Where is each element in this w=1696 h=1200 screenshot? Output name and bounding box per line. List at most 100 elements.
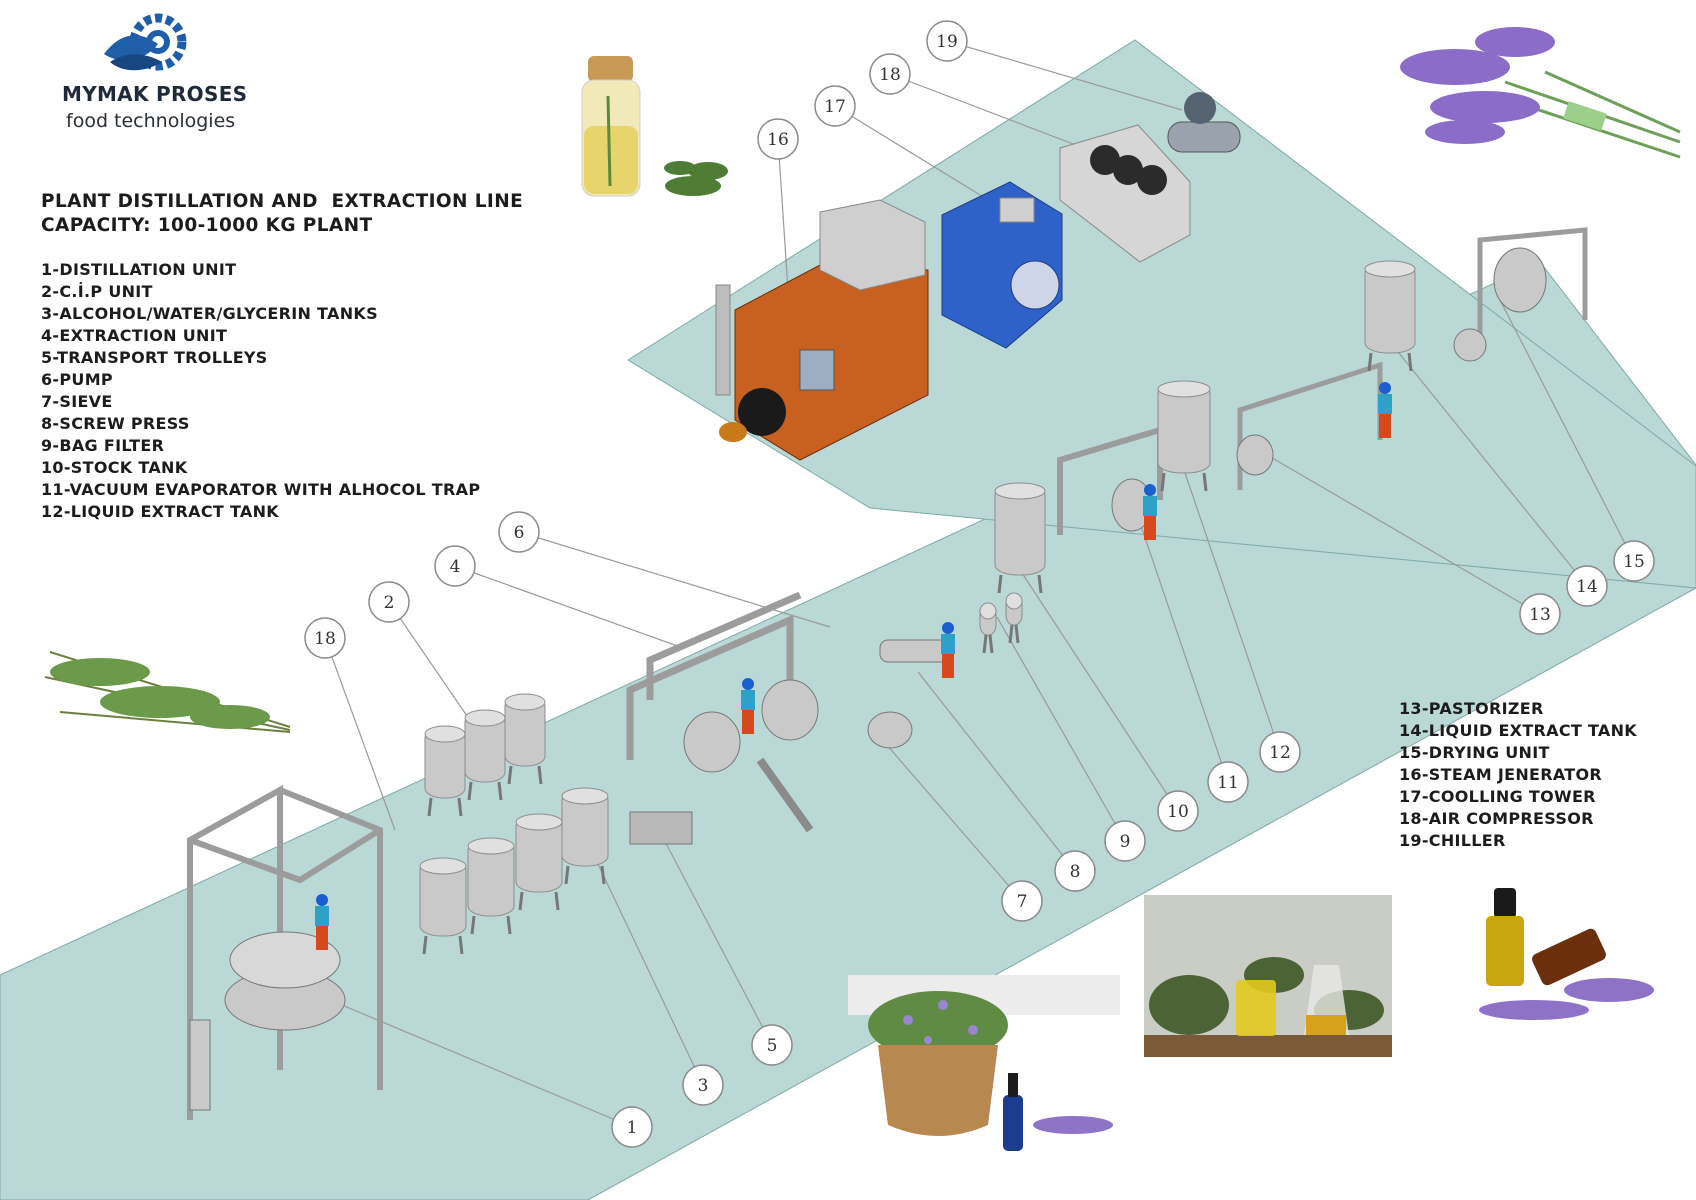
- legend-right-item: 16-STEAM JENERATOR: [1399, 765, 1603, 784]
- chiller-motor: [1184, 92, 1216, 124]
- callout-19: 19: [926, 20, 968, 62]
- callout-circle: [869, 53, 911, 95]
- worker-legs: [1144, 516, 1156, 540]
- worker-torso: [1143, 496, 1157, 516]
- lavender-bunch-photo: [1400, 27, 1681, 159]
- chiller: [1167, 92, 1241, 153]
- legend-left-item: 4-EXTRACTION UNIT: [41, 326, 228, 345]
- worker-torso: [315, 906, 329, 926]
- worker-legs: [1379, 414, 1391, 438]
- pastorizer-tank: [1236, 434, 1274, 476]
- callout-17: 17: [814, 85, 856, 127]
- callout-circle: [757, 118, 799, 160]
- callout-11: 11: [1207, 761, 1249, 803]
- storage-tank-lid: [419, 857, 467, 875]
- cip-tank-lid: [424, 725, 466, 743]
- storage-tank-lid: [515, 813, 563, 831]
- legend-left-item: 10-STOCK TANK: [41, 458, 188, 477]
- legend-right-item: 13-PASTORIZER: [1399, 699, 1544, 718]
- leader-line: [595, 859, 704, 1086]
- worker: [941, 622, 955, 678]
- legend-left-item: 8-SCREW PRESS: [41, 414, 190, 433]
- equipment-group: [187, 92, 1588, 1120]
- extraction-frame: [626, 591, 802, 760]
- brand-tagline: food technologies: [66, 110, 236, 132]
- cip-tank: [464, 709, 506, 801]
- callout-label: 6: [514, 523, 525, 543]
- leader-line: [659, 831, 773, 1046]
- leader-line: [946, 40, 1183, 111]
- callout-16: 16: [757, 118, 799, 160]
- callout-6: 6: [498, 511, 540, 553]
- distillation-frame: [187, 784, 383, 1120]
- stock-tank: [994, 482, 1046, 594]
- callout-circle: [498, 511, 540, 553]
- liquid-extract-tank-lid: [1157, 380, 1211, 398]
- sieve: [867, 711, 913, 749]
- legend-right-item: 18-AIR COMPRESSOR: [1399, 809, 1594, 828]
- callout-circle: [926, 20, 968, 62]
- transport-trolley: [629, 811, 693, 845]
- callout-15: 15: [1613, 540, 1655, 582]
- callout-18: 18: [304, 617, 346, 659]
- callout-circle: [682, 1064, 724, 1106]
- liquid-extract-tank-leg: [1160, 472, 1166, 492]
- callout-label: 18: [879, 65, 901, 85]
- title-line-2: CAPACITY: 100-1000 KG PLANT: [41, 215, 373, 236]
- bag-filter-leg: [988, 634, 994, 654]
- legend-right-item: 15-DRYING UNIT: [1399, 743, 1550, 762]
- callout-label: 16: [767, 130, 789, 150]
- burner-fan: [719, 422, 747, 442]
- worker-legs: [942, 654, 954, 678]
- worker-torso: [1378, 394, 1392, 414]
- bag-filter: [979, 602, 997, 654]
- legend-left-item: 6-PUMP: [41, 370, 113, 389]
- storage-tank-leg: [564, 865, 570, 885]
- callout-label: 7: [1017, 892, 1028, 912]
- leader-line: [518, 531, 831, 628]
- hemp-oil-jars-photo: [1144, 895, 1392, 1057]
- callout-circle: [1259, 731, 1301, 773]
- legend-right-item: 19-CHILLER: [1399, 831, 1506, 850]
- bag-filter-leg: [1008, 624, 1014, 644]
- legend-left-item: 3-ALCOHOL/WATER/GLYCERIN TANKS: [41, 304, 378, 323]
- title-line-1: PLANT DISTILLATION AND EXTRACTION LINE: [41, 191, 524, 212]
- worker: [1378, 382, 1392, 438]
- leader-line: [1389, 341, 1588, 587]
- cip-tank-leg: [497, 781, 503, 801]
- screw-press: [879, 639, 951, 663]
- distillation-lid: [229, 931, 341, 989]
- leader-line: [834, 105, 986, 199]
- floor-utility-area: [627, 39, 1696, 589]
- extraction-vessel: [761, 679, 819, 741]
- worker-head: [942, 622, 954, 634]
- callout-circle: [1613, 540, 1655, 582]
- tower-fan: [1010, 260, 1060, 310]
- callout-label: 11: [1217, 773, 1239, 793]
- leader-line: [1261, 451, 1541, 615]
- rosemary-mortar-photo: [848, 975, 1120, 1151]
- storage-tank-lid: [467, 837, 515, 855]
- cip-tank-leg: [537, 765, 543, 785]
- legend-left-item: 2-C.İ.P UNIT: [41, 282, 153, 301]
- worker-torso: [741, 690, 755, 710]
- distillation-unit: [187, 784, 383, 1120]
- callout-label: 13: [1529, 605, 1551, 625]
- drying-pot: [1453, 328, 1487, 362]
- bag-filter-lid: [979, 602, 997, 620]
- callout-14: 14: [1566, 565, 1608, 607]
- liquid-extract-tank: [1157, 380, 1211, 492]
- liquid-extract-tank-2-leg: [1367, 352, 1373, 372]
- callout-label: 1: [627, 1118, 638, 1138]
- storage-tank: [419, 857, 467, 955]
- cip-tank-lid: [464, 709, 506, 727]
- burner: [738, 388, 786, 436]
- callout-circle: [1104, 820, 1146, 862]
- leader-line: [996, 616, 1126, 842]
- diagram-title: PLANT DISTILLATION AND EXTRACTION LINE C…: [41, 190, 523, 238]
- worker-head: [1379, 382, 1391, 394]
- callout-2: 2: [368, 581, 410, 623]
- worker-torso: [941, 634, 955, 654]
